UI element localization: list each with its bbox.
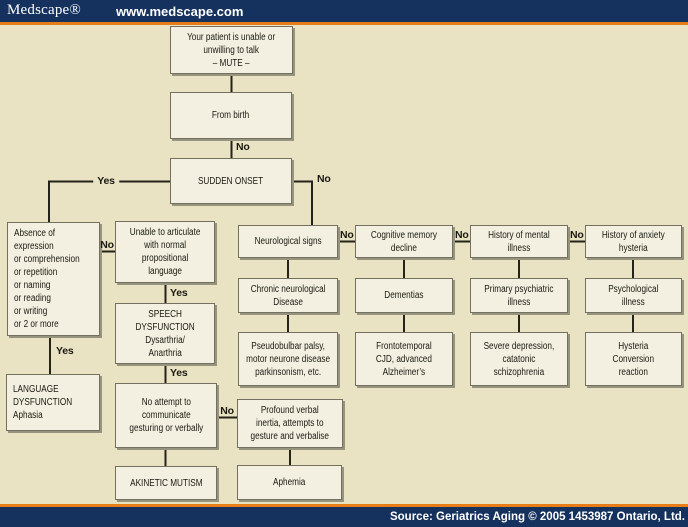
- node-primary-psychiatric-illness: Primary psychiatric illness: [470, 278, 568, 313]
- header-orange-rule: [0, 22, 688, 25]
- header-bar: Medscape® www.medscape.com: [0, 0, 688, 22]
- node-dementias: Dementias: [355, 278, 453, 313]
- node-neurological-signs: Neurological signs: [238, 225, 338, 258]
- node-aphemia: Aphemia: [237, 465, 342, 500]
- node-mute: Your patient is unable or unwilling to t…: [170, 26, 293, 74]
- node-sudden-onset: SUDDEN ONSET: [170, 158, 292, 204]
- node-pseudobulbar-palsy: Pseudobulbar palsy, motor neurone diseas…: [238, 332, 338, 386]
- edge-label-no-neuro-cognitive: No: [340, 229, 354, 241]
- node-unable-to-articulate: Unable to articulate with normal proposi…: [115, 221, 215, 283]
- node-profound-verbal-inertia: Profound verbal inertia, attempts to ges…: [237, 399, 343, 448]
- edge-label-no-cognitive-mental: No: [455, 229, 469, 241]
- node-no-attempt-communicate: No attempt to communicate gesturing or v…: [115, 383, 217, 448]
- node-speech-dysfunction: SPEECH DYSFUNCTION Dysarthria/ Anarthria: [115, 303, 215, 364]
- node-cognitive-memory-decline: Cognitive memory decline: [355, 225, 453, 258]
- node-chronic-neurological-disease: Chronic neurological Disease: [238, 278, 338, 313]
- edge-label-no-attempt-right: No: [220, 405, 234, 417]
- node-language-dysfunction: LANGUAGE DYSFUNCTION Aphasia: [6, 374, 100, 431]
- source-credit: Source: Geriatrics Aging © 2005 1453987 …: [389, 511, 685, 523]
- edge-label-no-mental-anxiety: No: [570, 229, 584, 241]
- footer-bar: Source: Geriatrics Aging © 2005 1453987 …: [0, 507, 688, 527]
- edge-label-yes-sudden-left: Yes: [93, 175, 119, 187]
- edge-label-yes-absence-down: Yes: [56, 345, 74, 357]
- edge-label-yes-unable-down: Yes: [170, 287, 188, 299]
- node-severe-depression: Severe depression, catatonic schizophren…: [470, 332, 568, 386]
- node-absence-of-expression: Absence of expression or comprehension o…: [7, 222, 100, 336]
- node-history-mental-illness: History of mental illness: [470, 225, 568, 258]
- medscape-logo: Medscape®: [7, 2, 82, 18]
- node-hysteria-conversion: Hysteria Conversion reaction: [585, 332, 682, 386]
- node-akinetic-mutism: AKINETIC MUTISM: [115, 466, 217, 500]
- node-from-birth: From birth: [170, 92, 292, 139]
- medscape-url: www.medscape.com: [116, 4, 244, 19]
- node-psychological-illness: Psychological illness: [585, 278, 682, 313]
- node-frontotemporal: Frontotemporal CJD, advanced Alzheimer’s: [355, 332, 453, 386]
- footer-orange-rule: [0, 504, 688, 507]
- edge-label-yes-speech-down: Yes: [170, 367, 188, 379]
- edge-label-no-sudden-right: No: [317, 173, 331, 185]
- node-history-anxiety-hysteria: History of anxiety hysteria: [585, 225, 682, 258]
- edge-label-no-absence-unable: No: [100, 239, 114, 251]
- edge-label-no-from-birth: No: [236, 141, 250, 153]
